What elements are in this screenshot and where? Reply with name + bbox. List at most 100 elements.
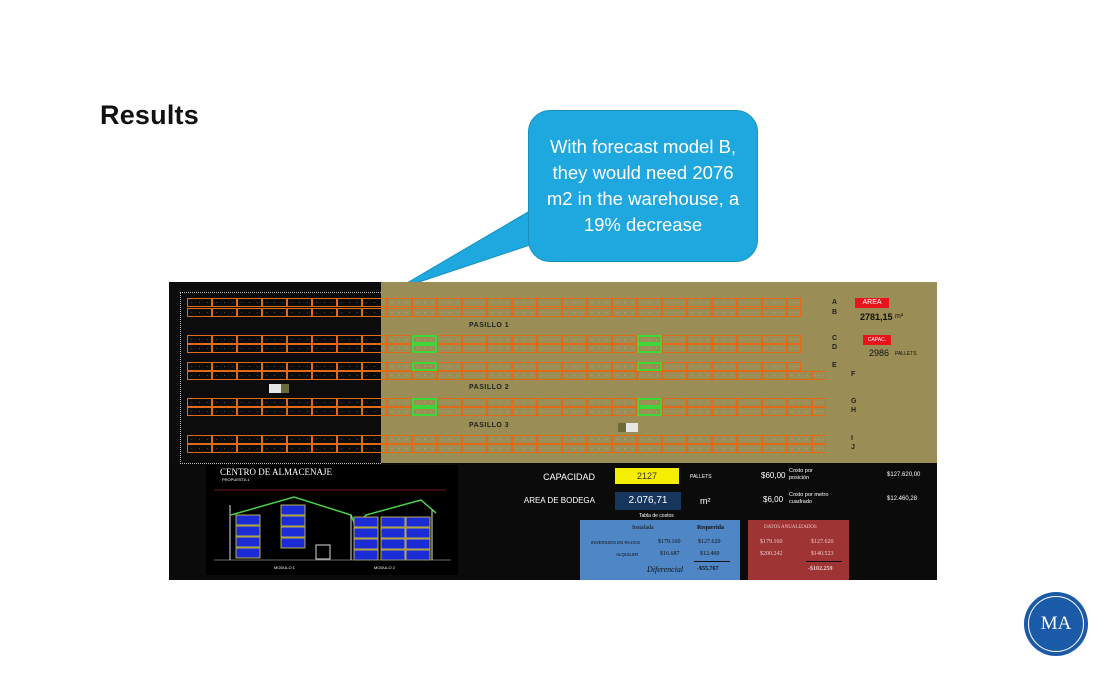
- rack-cell: ···: [662, 371, 687, 380]
- rack-cell: ···: [737, 398, 762, 407]
- rack-cell: ···: [387, 362, 412, 371]
- rack-cell: ···: [262, 371, 287, 380]
- rack-cell: ···: [712, 444, 737, 453]
- rack-cell: ···: [362, 371, 387, 380]
- rack-cell: ···: [312, 308, 337, 317]
- rack-cell: ···: [487, 371, 512, 380]
- rack-cell: ···: [287, 362, 312, 371]
- blueprint-subtitle: PROPUESTA 1: [222, 477, 250, 482]
- rack-cell: ···: [387, 435, 412, 444]
- rack-cell: ···: [787, 308, 801, 317]
- rack-cell: ···: [362, 298, 387, 307]
- cost-per-position: $60,00: [761, 471, 786, 480]
- blueprint-rack: [405, 538, 431, 550]
- capacity-badge: CAPAC.: [863, 335, 891, 345]
- rack-cell: ···: [387, 398, 412, 407]
- rack-cell: ···: [662, 308, 687, 317]
- rack-cell: ···: [312, 344, 337, 353]
- rack-cell: ···: [287, 335, 312, 344]
- rack-cell: ···: [412, 362, 437, 371]
- rack-cell: ···: [312, 398, 337, 407]
- rack-cell: ···: [437, 371, 462, 380]
- cost-table: Instalada Requerida INVERSION EN RACKS $…: [580, 520, 740, 580]
- racks-required: $127.620: [698, 539, 721, 545]
- blueprint-rack: [280, 526, 306, 538]
- row-label-rent: ALQUILER: [616, 552, 639, 557]
- logo-text: MA: [1040, 613, 1072, 634]
- rack-cell: ···: [512, 308, 537, 317]
- rack-cell: ···: [462, 344, 487, 353]
- rack-cell: ···: [337, 398, 362, 407]
- rack-cell: ···: [237, 371, 262, 380]
- blueprint-rack: [280, 515, 306, 527]
- row-label-j: J: [851, 444, 855, 451]
- rack-cell: ···: [387, 298, 412, 307]
- rack-cell: ···: [362, 444, 387, 453]
- rack-cell: ···: [787, 398, 812, 407]
- rack-cell: ···: [187, 371, 212, 380]
- rack-cell: ···: [712, 335, 737, 344]
- rack-cell: ···: [812, 407, 826, 416]
- warehouse-layout: ········································…: [169, 282, 937, 464]
- rack-cell: ···: [812, 444, 826, 453]
- rack-cell: ···: [562, 308, 587, 317]
- blueprint-rack: [380, 527, 406, 539]
- rack-cell: ···: [337, 362, 362, 371]
- rack-cell: ···: [287, 344, 312, 353]
- rack-cell: ···: [237, 344, 262, 353]
- rack-cell: ···: [687, 335, 712, 344]
- rack-cell: ···: [387, 335, 412, 344]
- rack-cell: ···: [312, 371, 337, 380]
- callout-bubble: With forecast model B, they would need 2…: [528, 110, 758, 262]
- rack-cell: ···: [212, 444, 237, 453]
- area-label: AREA DE BODEGA: [523, 496, 595, 505]
- rack-cell: ···: [637, 335, 662, 344]
- rack-cell: ···: [762, 444, 787, 453]
- rack-cell: ···: [187, 398, 212, 407]
- difference-value: -$55.767: [697, 566, 719, 572]
- rack-cell: ···: [612, 407, 637, 416]
- cost-table-title: Tabla de costos: [639, 513, 674, 519]
- rack-cell: ···: [612, 362, 637, 371]
- rack-cell: ···: [662, 435, 687, 444]
- cost-per-m2-total: $12.460,28: [887, 496, 918, 502]
- rack-row: ········································…: [187, 298, 801, 307]
- rack-cell: ···: [237, 444, 262, 453]
- rack-cell: ···: [737, 335, 762, 344]
- rack-cell: ···: [337, 298, 362, 307]
- rack-cell: ···: [562, 335, 587, 344]
- rack-cell: ···: [287, 407, 312, 416]
- rack-cell: ···: [537, 344, 562, 353]
- rack-cell: ···: [437, 308, 462, 317]
- rack-row: ········································…: [187, 335, 801, 344]
- rack-cell: ···: [737, 362, 762, 371]
- rack-cell: ···: [262, 362, 287, 371]
- rack-cell: ···: [487, 335, 512, 344]
- rack-cell: ···: [412, 308, 437, 317]
- rack-cell: ···: [687, 298, 712, 307]
- header-installed: Instalada: [632, 525, 654, 531]
- rack-cell: ···: [287, 398, 312, 407]
- rack-cell: ···: [487, 398, 512, 407]
- annual-required-1: $127.620: [811, 539, 834, 545]
- rack-cell: ···: [462, 444, 487, 453]
- blueprint-rack: [405, 549, 431, 561]
- rack-cell: ···: [662, 398, 687, 407]
- rack-cell: ···: [212, 398, 237, 407]
- rack-cell: ···: [412, 371, 437, 380]
- rack-cell: ···: [612, 344, 637, 353]
- rack-cell: ···: [587, 398, 612, 407]
- blueprint-rack: [280, 504, 306, 516]
- blueprint-rack: [405, 516, 431, 528]
- row-label-b: B: [832, 309, 838, 316]
- rack-cell: ···: [287, 444, 312, 453]
- rack-cell: ···: [212, 371, 237, 380]
- rack-cell: ···: [762, 407, 787, 416]
- rack-cell: ···: [787, 371, 812, 380]
- row-label-f: F: [851, 371, 856, 378]
- rack-cell: ···: [337, 444, 362, 453]
- aisle-1-label: PASILLO 1: [469, 322, 510, 329]
- rack-cell: ···: [237, 298, 262, 307]
- rack-cell: ···: [712, 308, 737, 317]
- rack-row: ········································…: [187, 398, 826, 407]
